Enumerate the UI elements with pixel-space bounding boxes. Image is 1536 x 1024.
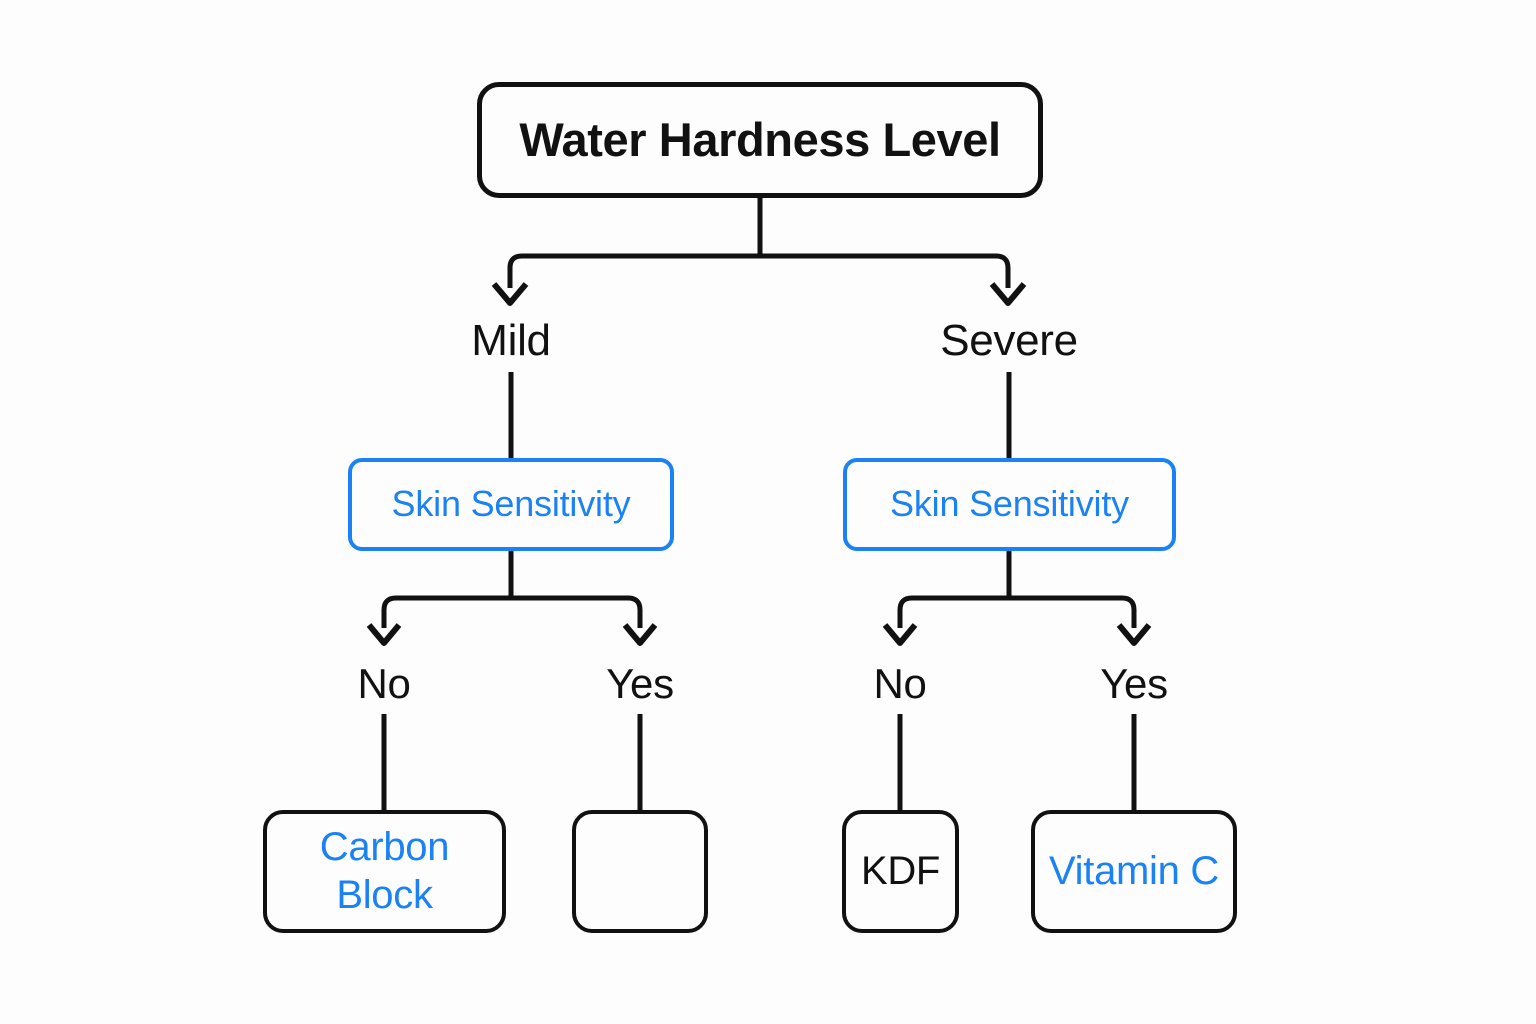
arrowhead-right-no — [882, 623, 918, 646]
edge-decision-left-to-yes — [511, 595, 643, 628]
edge-label-right-yes: Yes — [1100, 660, 1168, 707]
edge-root-to-mild — [507, 253, 760, 288]
node-decision-left-label: Skin Sensitivity — [391, 483, 631, 525]
node-decision-skin-sensitivity-right[interactable]: Skin Sensitivity — [843, 458, 1176, 551]
edge-label-left-no: No — [357, 660, 411, 707]
arrowhead-severe — [989, 282, 1027, 306]
edge-decision-left-to-no — [381, 595, 511, 628]
node-leaf-empty[interactable] — [572, 810, 708, 933]
edge-label-left-yes: Yes — [606, 660, 674, 707]
edge-decision-right-to-no — [897, 595, 1009, 628]
node-leaf-carbon-block-line1: Carbon — [319, 825, 450, 870]
node-leaf-kdf[interactable]: KDF — [842, 810, 959, 933]
node-decision-skin-sensitivity-left[interactable]: Skin Sensitivity — [348, 458, 674, 551]
edge-root-to-severe — [760, 253, 1011, 288]
edge-decision-right-to-yes — [1009, 595, 1137, 628]
arrowhead-mild — [491, 282, 529, 306]
node-leaf-kdf-label: KDF — [860, 848, 941, 893]
arrowhead-left-no — [366, 623, 402, 646]
node-root-label: Water Hardness Level — [519, 113, 1001, 167]
node-root-water-hardness-level[interactable]: Water Hardness Level — [477, 82, 1043, 198]
node-decision-right-label: Skin Sensitivity — [890, 483, 1129, 525]
node-leaf-carbon-block[interactable]: Carbon Block — [263, 810, 506, 933]
node-leaf-carbon-block-line2: Block — [336, 872, 433, 917]
edge-label-severe: Severe — [940, 316, 1078, 365]
arrowhead-left-yes — [622, 623, 658, 646]
edge-label-mild: Mild — [471, 316, 551, 365]
node-leaf-vitamin-c[interactable]: Vitamin C — [1031, 810, 1237, 933]
edge-label-right-no: No — [873, 660, 927, 707]
node-leaf-vitamin-c-label: Vitamin C — [1049, 848, 1219, 893]
arrowhead-right-yes — [1116, 623, 1152, 646]
